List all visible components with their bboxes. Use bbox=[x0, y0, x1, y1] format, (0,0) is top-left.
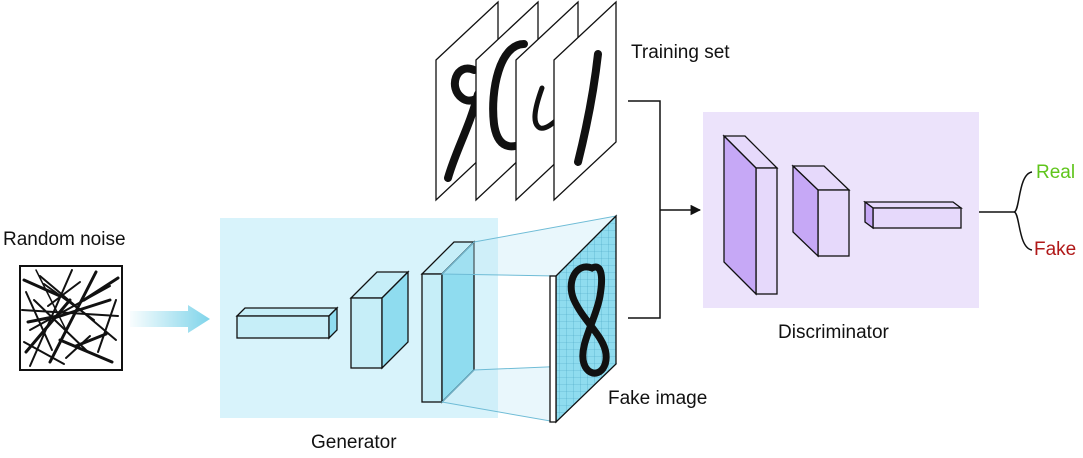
generator-block-1 bbox=[235, 306, 339, 340]
training-set-label: Training set bbox=[631, 42, 730, 63]
real-label: Real bbox=[1036, 162, 1076, 183]
generator-label: Generator bbox=[311, 432, 397, 453]
training-set-card-4 bbox=[553, 0, 617, 202]
fake-label: Fake bbox=[1034, 239, 1077, 260]
digit-eight bbox=[567, 263, 610, 377]
random-noise-label: Random noise bbox=[3, 229, 126, 250]
discriminator-block-2 bbox=[791, 164, 851, 258]
discriminator-block-3 bbox=[863, 200, 963, 230]
discriminator-block-1 bbox=[722, 134, 779, 296]
noise-input-arrow bbox=[130, 305, 210, 333]
random-noise-image bbox=[19, 265, 123, 371]
generator-block-2 bbox=[349, 270, 410, 370]
fake-image bbox=[549, 214, 617, 424]
fake-image-label: Fake image bbox=[608, 388, 708, 409]
output-branch bbox=[979, 171, 1033, 251]
merge-connector bbox=[628, 100, 702, 319]
discriminator-label: Discriminator bbox=[778, 322, 889, 343]
